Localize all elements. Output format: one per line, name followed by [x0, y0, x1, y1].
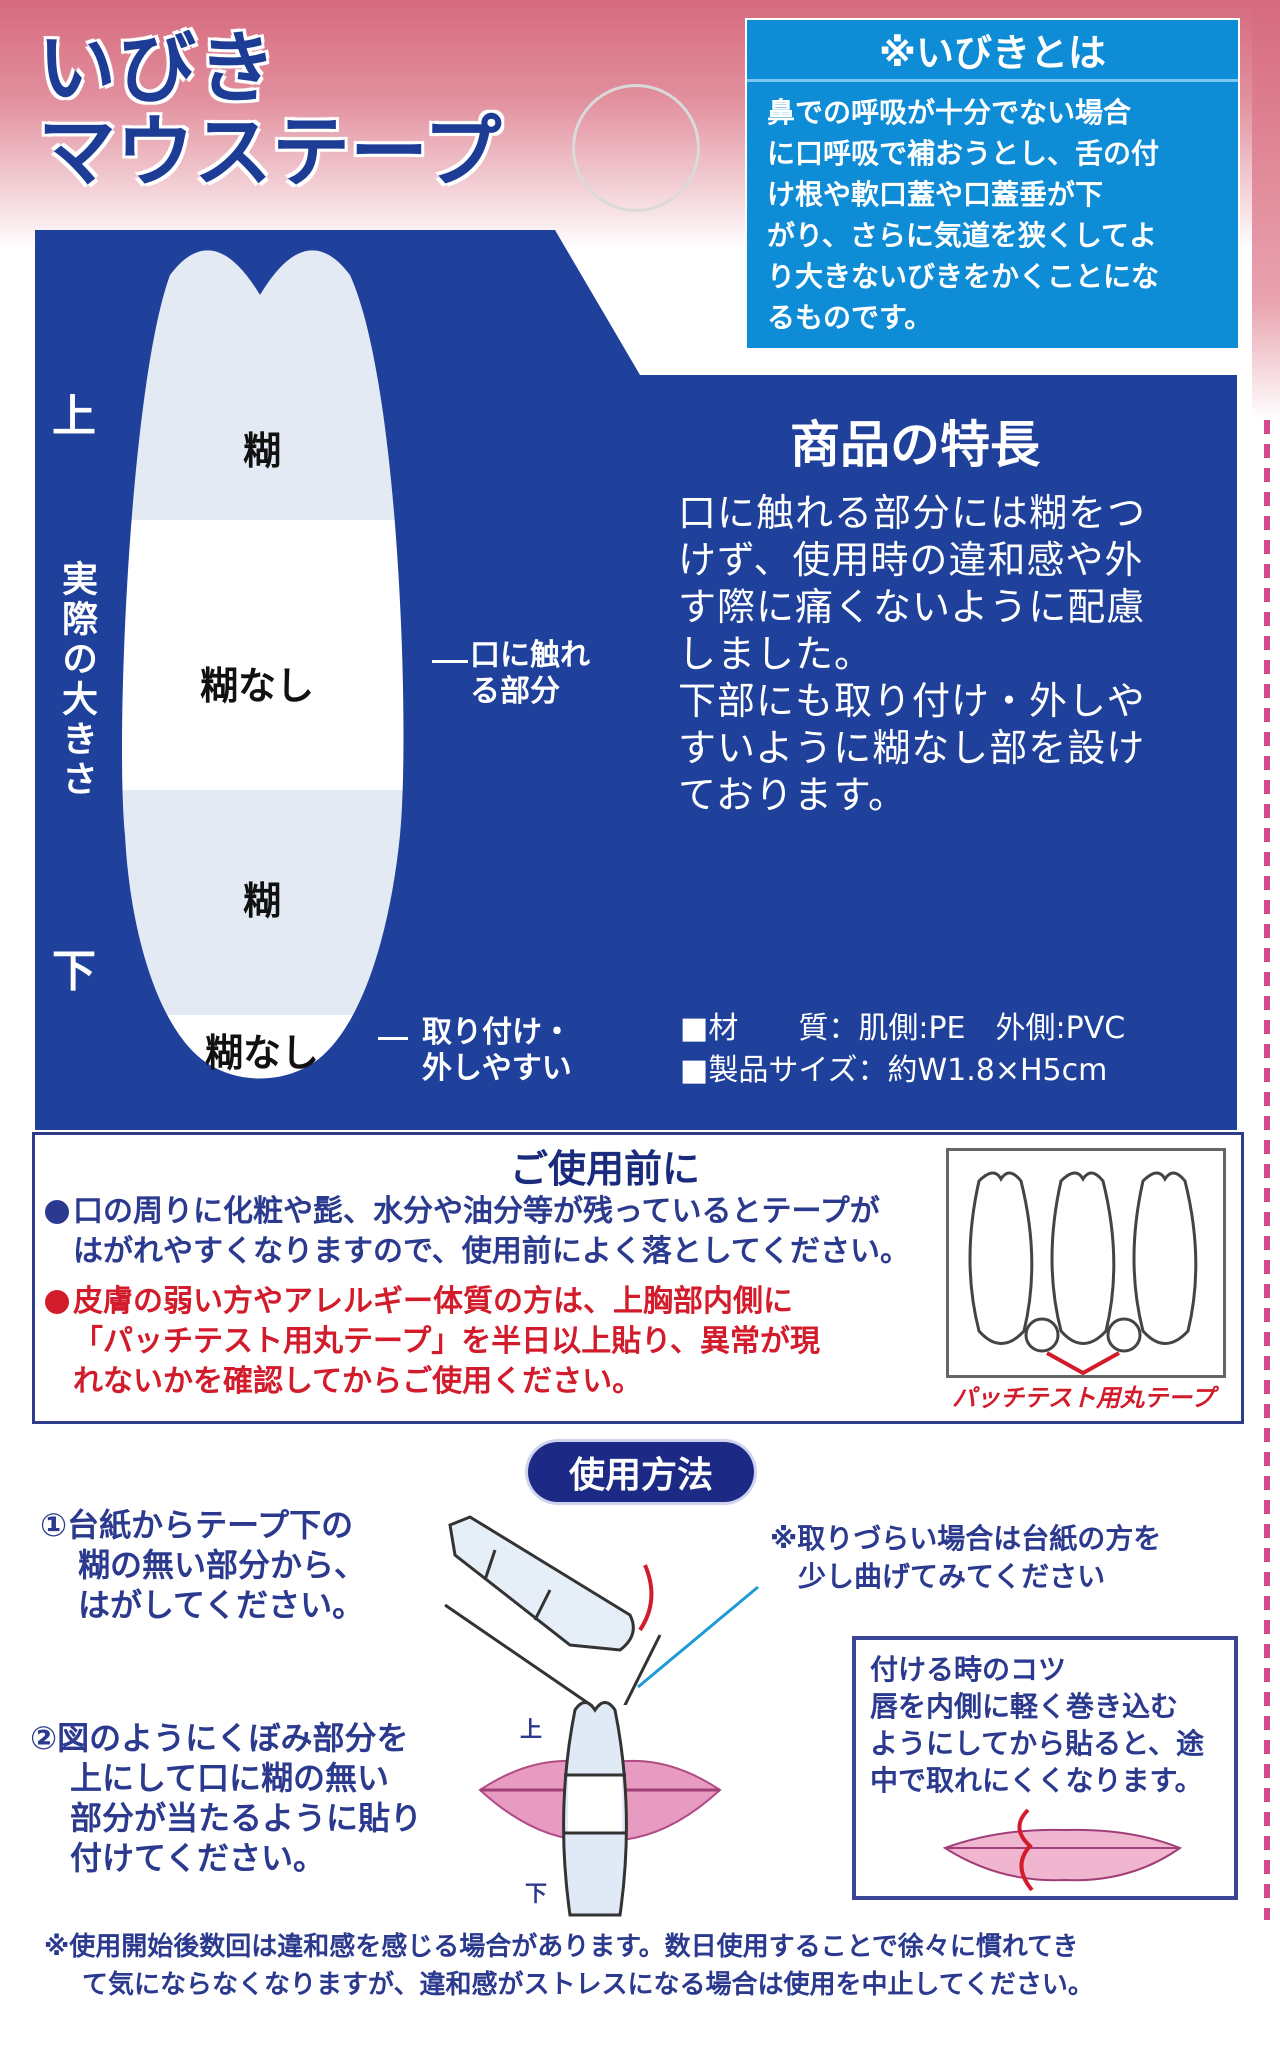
spec-size: ■製品サイズ：約W1.8×H5cm — [680, 1053, 1108, 1088]
info-line: 鼻での呼吸が十分でない場合 — [767, 96, 1132, 129]
feature-line: 口に触れる部分には糊をつ — [678, 491, 1147, 535]
footer-line: て気にならなくなりますが、違和感がストレスになる場合は使用を中止してください。 — [82, 1970, 1094, 2000]
zone-no-glue-bottom: 糊なし — [205, 1031, 320, 1075]
callout-easy: 取り付け・ 外しやすい — [422, 1015, 572, 1087]
info-line: がり、さらに気道を狭くしてよ — [767, 219, 1158, 252]
features-title: 商品の特長 — [790, 416, 1040, 474]
tip-title: 付ける時のコツ — [870, 1653, 1067, 1686]
actual-size-label: 実際の大きさ — [56, 560, 97, 800]
callout-mouth-line1: 口に触れ — [470, 638, 590, 673]
step-1-note: ※取りづらい場合は台紙の方を 少し曲げてみてください — [770, 1520, 1161, 1596]
feature-line: 下部にも取り付け・外しや — [678, 679, 1146, 723]
step-2: ②図のようにくぼみ部分を 上にして口に糊の無い 部分が当たるように貼り 付けてく… — [30, 1718, 422, 1878]
info-line: け根や軟口蓋や口蓋垂が下 — [767, 178, 1104, 211]
step-line: 糊の無い部分から、 — [78, 1546, 367, 1584]
title-line-1: いびき — [38, 24, 279, 114]
zone-glue-bottom: 糊 — [243, 879, 282, 923]
note-line: れないかを確認してからご使用ください。 — [73, 1364, 643, 1399]
note-line: はがれやすくなりますので、使用前によく落としてください。 — [73, 1234, 910, 1269]
dashed-border — [1264, 420, 1270, 1920]
callout-line-mouth — [432, 660, 468, 663]
step-line: 部分が当たるように貼り — [70, 1799, 423, 1837]
tip-line: 中で取れにくくなります。 — [870, 1764, 1203, 1797]
circle-placeholder-icon — [572, 84, 700, 212]
red-bullet-icon — [45, 1290, 69, 1314]
info-line: り大きないびきをかくことにな — [767, 260, 1160, 293]
callout-line-easy — [378, 1037, 408, 1040]
spec-material: ■材 質：肌側:PE 外側:PVC — [680, 1011, 1126, 1046]
zone-glue-top: 糊 — [243, 429, 282, 473]
patch-test-caption: パッチテスト用丸テープ — [952, 1384, 1215, 1412]
step-line: 付けてください。 — [70, 1839, 326, 1877]
product-title: いびき マウステープ — [38, 30, 501, 192]
snoring-info-body: 鼻での呼吸が十分でない場合 に口呼吸で補おうとし、舌の付 け根や軟口蓋や口蓋垂が… — [747, 82, 1238, 348]
tip-line: 唇を内側に軽く巻き込む — [870, 1690, 1179, 1723]
note-line: 少し曲げてみてください — [798, 1560, 1106, 1593]
patch-test-illustration — [946, 1148, 1226, 1378]
snoring-info-title: ※いびきとは — [747, 20, 1238, 82]
lips-tape-illustration — [478, 1701, 722, 1917]
feature-line: すいように糊なし部を設け — [678, 726, 1146, 770]
callout-mouth-line2: る部分 — [470, 674, 560, 709]
lips-tip-illustration — [942, 1808, 1183, 1892]
feature-line: ております。 — [678, 773, 908, 817]
before-use-title: ご使用前に — [510, 1147, 701, 1191]
callout-easy-line2: 外しやすい — [422, 1051, 572, 1086]
lips-top-label: 上 — [520, 1718, 543, 1743]
note-line: 皮膚の弱い方やアレルギー体質の方は、上胸部内側に — [73, 1284, 793, 1319]
note-line: 口の周りに化粧や髭、水分や油分等が残っているとテープが — [73, 1194, 880, 1229]
note-line: 「パッチテスト用丸テープ」を半日以上貼り、異常が現 — [73, 1324, 820, 1359]
footer-line: ※使用開始後数回は違和感を感じる場合があります。数日使用することで徐々に慣れてき — [44, 1932, 1079, 1962]
before-use-red-note: 皮膚の弱い方やアレルギー体質の方は、上胸部内側に 「パッチテスト用丸テープ」を半… — [45, 1282, 945, 1402]
tip-line: ようにしてから貼ると、途 — [870, 1727, 1205, 1760]
before-use-blue-note: 口の周りに化粧や髭、水分や油分等が残っているとテープが はがれやすくなりますので… — [45, 1192, 945, 1272]
top-label: 上 — [52, 391, 96, 442]
tape-diagram — [122, 250, 404, 1079]
footer-note: ※使用開始後数回は違和感を感じる場合があります。数日使用することで徐々に慣れてき… — [44, 1928, 1244, 2004]
info-line: に口呼吸で補おうとし、舌の付 — [767, 137, 1160, 170]
callout-easy-line1: 取り付け・ — [422, 1015, 572, 1050]
usage-title-badge: 使用方法 — [528, 1442, 754, 1502]
peel-tape-illustration — [444, 1515, 759, 1705]
lips-bottom-label: 下 — [525, 1882, 548, 1907]
feature-line: けず、使用時の違和感や外 — [678, 538, 1144, 582]
feature-line: す際に痛くないように配慮 — [678, 585, 1146, 629]
snoring-info-box: ※いびきとは 鼻での呼吸が十分でない場合 に口呼吸で補おうとし、舌の付 け根や軟… — [745, 18, 1240, 350]
info-line: るものです。 — [767, 301, 933, 334]
features-body: 口に触れる部分には糊をつ けず、使用時の違和感や外 す際に痛くないように配慮 し… — [678, 490, 1218, 819]
feature-line: しました。 — [678, 632, 874, 676]
note-line: ※取りづらい場合は台紙の方を — [770, 1522, 1162, 1555]
tip-body: 唇を内側に軽く巻き込む ようにしてから貼ると、途 中で取れにくくなります。 — [870, 1688, 1230, 1799]
step-line: ②図のようにくぼみ部分を — [30, 1719, 409, 1757]
callout-mouth: 口に触れ る部分 — [470, 638, 590, 710]
bottom-label: 下 — [52, 946, 96, 997]
patch-tapes-icon — [968, 1171, 1198, 1376]
blue-bullet-icon — [45, 1200, 69, 1224]
step-line: ①台紙からテープ下の — [40, 1506, 354, 1544]
title-line-2: マウステープ — [38, 108, 502, 198]
zone-no-glue-middle: 糊なし — [200, 664, 315, 708]
step-1: ①台紙からテープ下の 糊の無い部分から、 はがしてください。 — [40, 1505, 366, 1625]
step-line: 上にして口に糊の無い — [70, 1759, 390, 1797]
step-line: はがしてください。 — [78, 1586, 365, 1624]
